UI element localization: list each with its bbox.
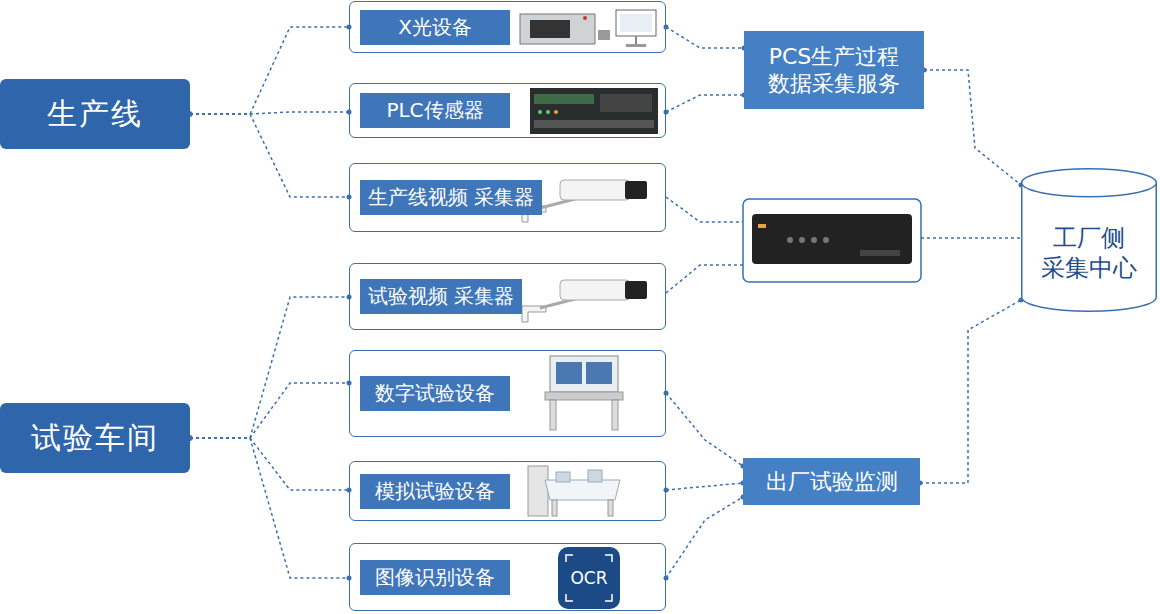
service-box: PCS生产过程 数据采集服务: [744, 31, 924, 109]
dashed-connector: [190, 383, 349, 438]
database-cylinder: 工厂侧 采集中心: [1021, 168, 1157, 312]
node-text: 出厂试验监测: [766, 468, 898, 496]
device-box: 生产线视频 采集器: [349, 163, 666, 232]
analog-test-illustration: [528, 466, 620, 516]
device-links: [666, 197, 1021, 293]
device-box: 模拟试验设备: [349, 461, 666, 521]
dashed-connector: [666, 483, 743, 490]
dashed-connector: [190, 438, 349, 490]
node-text: 试验车间: [31, 419, 159, 457]
node-text: 试验视频 采集器: [360, 279, 522, 314]
dashed-connector: [190, 112, 349, 114]
node-text: 工厂侧 采集中心: [1034, 223, 1144, 283]
dashed-connector: [666, 497, 743, 578]
dashed-connector: [190, 27, 349, 114]
icon-label: OCR: [570, 568, 607, 588]
group-box: 试验车间: [0, 403, 190, 473]
node-text: 生产线视频 采集器: [360, 180, 542, 215]
node-text: 生产线: [47, 95, 143, 133]
camera-illustration: [522, 280, 647, 322]
node-text: PCS生产过程 数据采集服务: [752, 43, 916, 98]
node-text: 图像识别设备: [360, 560, 510, 595]
service-box: 出厂试验监测: [743, 458, 920, 505]
dashed-connector: [666, 95, 744, 112]
dashed-connector: [666, 27, 744, 48]
device-box: 图像识别设备: [349, 543, 666, 611]
device-box: 数字试验设备: [349, 350, 666, 437]
group-box: 生产线: [0, 79, 190, 149]
cylinder-body: [1022, 182, 1157, 311]
ocr-icon: [558, 547, 620, 609]
node-text: X光设备: [360, 10, 510, 45]
device-box: 试验视频 采集器: [349, 263, 666, 330]
node-text: 模拟试验设备: [360, 474, 510, 509]
node-text: 数字试验设备: [360, 376, 510, 411]
dashed-connector: [920, 300, 1021, 483]
dashed-connector: [666, 393, 743, 466]
device-box: PLC传感器: [349, 83, 666, 138]
dashed-connector: [190, 438, 349, 578]
device-box: X光设备: [349, 1, 666, 53]
xray-machine-illustration: [520, 10, 656, 47]
dashed-connector: [190, 114, 349, 197]
dashed-connector: [924, 70, 1021, 185]
cylinder-top: [1022, 169, 1157, 197]
test-bench-illustration: [545, 356, 623, 430]
node-text: PLC传感器: [360, 93, 510, 128]
dashed-connector: [190, 297, 349, 438]
video-server-device: [743, 199, 921, 282]
plc-illustration: [530, 88, 658, 134]
